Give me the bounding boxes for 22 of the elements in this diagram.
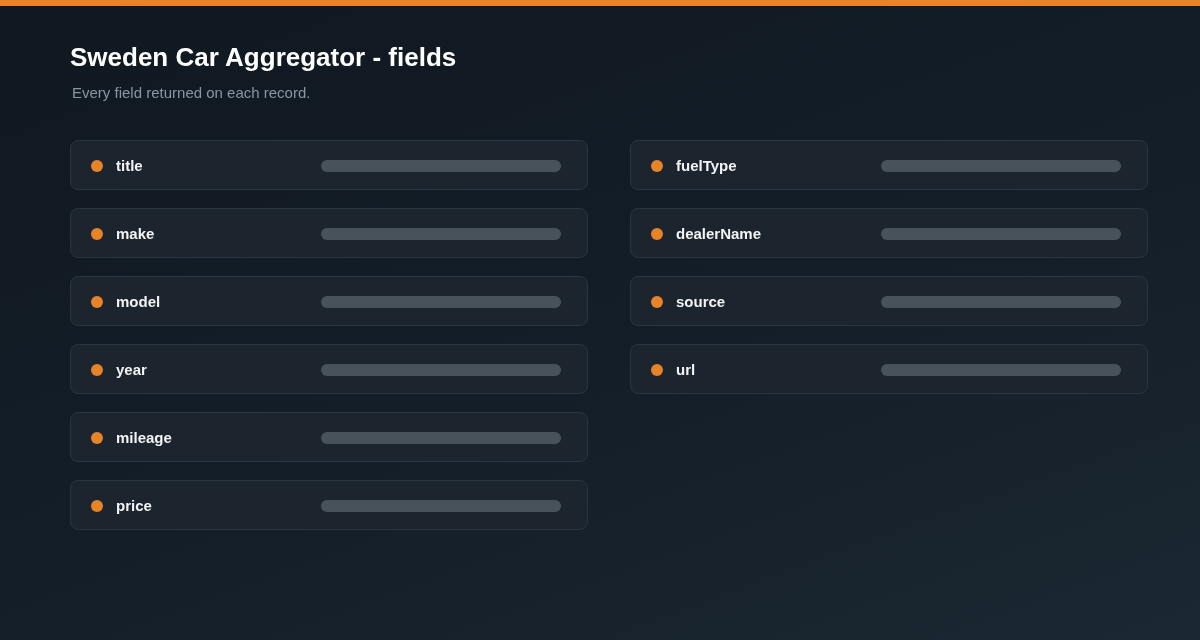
field-name: title [116, 157, 143, 175]
field-card [70, 140, 588, 190]
field-card [630, 208, 1148, 258]
field-card [70, 276, 588, 326]
field-name: fuelType [676, 157, 737, 175]
field-card [70, 208, 588, 258]
field-card [70, 344, 588, 394]
field-name: source [676, 293, 726, 311]
field-name: make [116, 225, 155, 243]
field-name: dealerName [676, 225, 762, 243]
diagram-title: Sweden Car Aggregator - fields [70, 41, 457, 73]
field-card [70, 412, 588, 462]
field-name: price [116, 497, 152, 515]
field-name: model [116, 293, 161, 311]
field-card [630, 140, 1148, 190]
field-card [630, 276, 1148, 326]
field-card [70, 480, 588, 530]
field-card [630, 344, 1148, 394]
subtitle-text: Every field returned on each record. [72, 84, 311, 102]
field-name: year [116, 361, 147, 379]
field-name: mileage [116, 429, 172, 447]
field-name: url [676, 361, 696, 379]
